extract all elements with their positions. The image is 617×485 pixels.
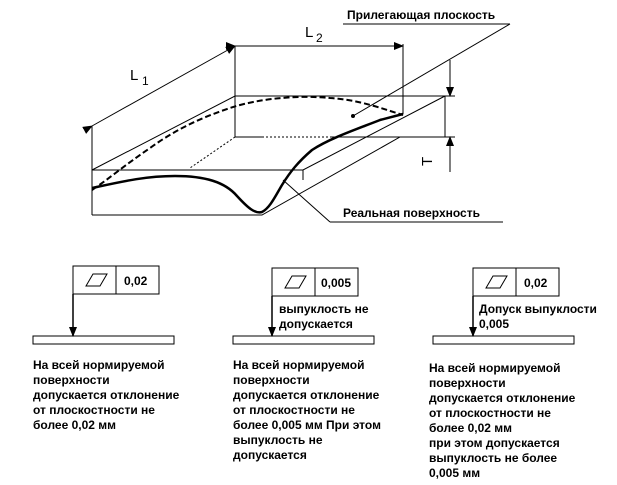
tolerance-frame-1: 0,02 bbox=[32, 265, 175, 345]
real-surface-profile bbox=[91, 112, 404, 214]
adjacent-plane-label: Прилегающая плоскость bbox=[347, 8, 495, 22]
frame-3-value: 0,02 bbox=[524, 276, 548, 290]
l2-label: L bbox=[305, 24, 313, 41]
dimension-t: T bbox=[419, 60, 455, 172]
frame-2-value: 0,005 bbox=[321, 276, 351, 290]
hidden-edge-line bbox=[189, 136, 236, 169]
dashed-surface-contour bbox=[91, 95, 404, 191]
base-plane bbox=[92, 136, 445, 216]
flatness-parallelogram-icon bbox=[485, 275, 508, 289]
tolerance-frame-2: 0,005 bbox=[232, 267, 375, 345]
real-surface-label: Реальная поверхность bbox=[343, 206, 480, 220]
frame-2-side-note: выпуклость не допускается bbox=[279, 302, 369, 331]
t-label: T bbox=[419, 157, 436, 166]
adjacent-plane-box bbox=[91, 95, 446, 215]
dimension-l1: L 1 bbox=[82, 45, 236, 170]
frame-3-description: На всей нормируемой поверхности допускае… bbox=[429, 361, 576, 480]
l1-label: L bbox=[130, 67, 138, 84]
frame-1-value: 0,02 bbox=[124, 274, 148, 288]
leader-adjacent-plane: Прилегающая плоскость bbox=[343, 8, 511, 118]
frame-2-description: На всей нормируемой поверхности допускае… bbox=[233, 358, 381, 462]
dimension-l2: L 2 bbox=[226, 24, 404, 50]
flatness-parallelogram-icon bbox=[85, 273, 108, 287]
flatness-parallelogram-icon bbox=[284, 275, 307, 289]
leader-real-surface: Реальная поверхность bbox=[282, 179, 503, 223]
frame-3-side-note: Допуск выпуклости 0,005 bbox=[479, 302, 597, 331]
l2-subscript: 2 bbox=[316, 31, 323, 45]
l1-subscript: 1 bbox=[142, 74, 149, 88]
tolerance-frame-3: 0,02 bbox=[432, 267, 575, 345]
frame-1-description: На всей нормируемой поверхности допускае… bbox=[33, 358, 180, 432]
